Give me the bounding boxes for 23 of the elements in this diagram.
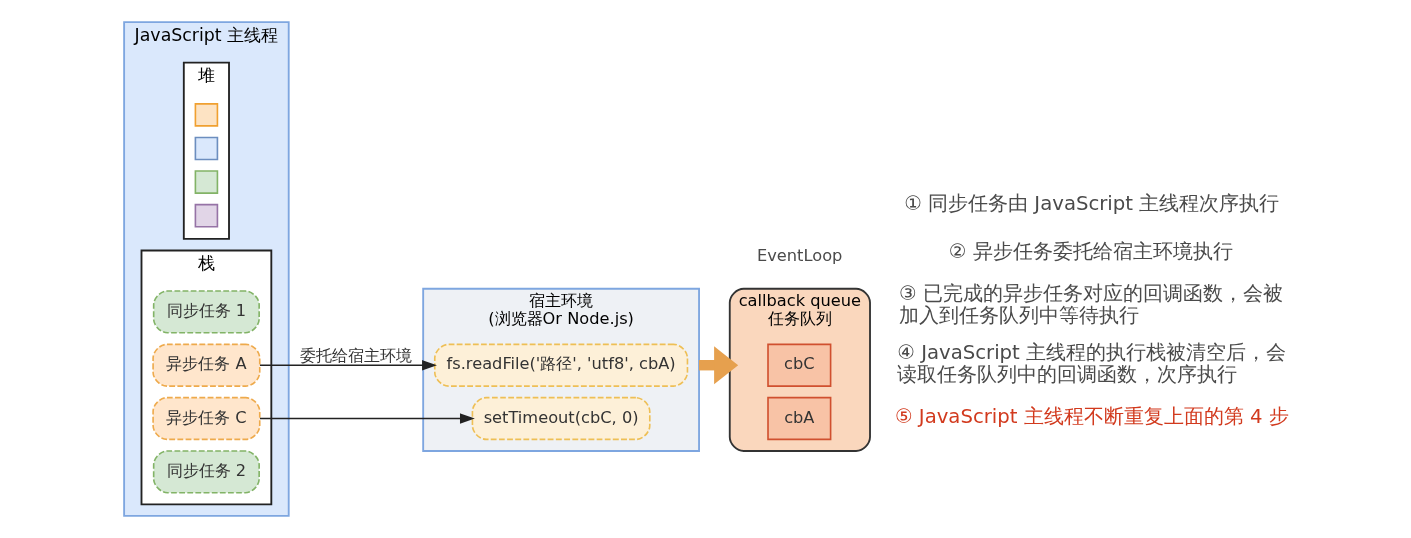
node-box: 同步任务 2: [152, 450, 260, 494]
arrow: [258, 413, 475, 424]
node-box: [194, 103, 218, 127]
label: ③ 已完成的异步任务对应的回调函数，会被加入到任务队列中等待执行: [898, 281, 1283, 327]
node-box: cbC: [766, 343, 831, 387]
cluster: 堆: [182, 61, 230, 240]
node-box: cbA: [766, 396, 831, 441]
label: EventLoop: [756, 245, 842, 265]
node-box: fs.readFile('路径', 'utf8', cbA): [433, 343, 688, 387]
node-box: setTimeout(cbC, 0): [471, 396, 651, 441]
label: ① 同步任务由 JavaScript 主线程次序执行: [903, 192, 1279, 215]
node-box: [194, 136, 218, 161]
label: ② 异步任务委托给宿主环境执行: [948, 239, 1233, 263]
arrow: [698, 346, 738, 385]
label: ④ JavaScript 主线程的执行栈被清空后，会读取任务队列中的回调函数，次序执行: [896, 340, 1286, 386]
label: ⑤ JavaScript 主线程不断重复上面的第 4 步: [894, 405, 1289, 429]
node-box: 异步任务 A: [151, 343, 261, 387]
node-box: [194, 170, 218, 194]
node-box: [194, 203, 218, 228]
node-box: 同步任务 1: [152, 290, 260, 334]
edge-label: 委托给宿主环境: [299, 345, 412, 365]
node-box: 异步任务 C: [151, 396, 261, 441]
arrow: [258, 360, 437, 371]
